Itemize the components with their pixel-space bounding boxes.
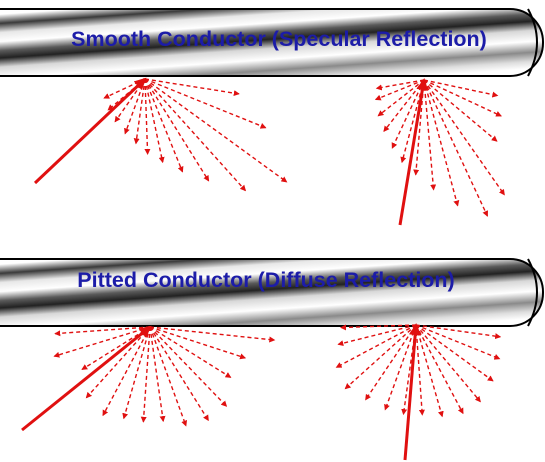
smooth-reflection-rays: [33, 77, 505, 226]
scattered-ray: [149, 326, 247, 360]
scattered-ray: [423, 79, 460, 207]
diffuse-reflection-rays: [21, 323, 502, 461]
scattered-ray: [383, 79, 425, 133]
scattered-ray: [144, 78, 267, 129]
scattered-ray: [103, 78, 146, 99]
smooth-conductor-bar: [0, 8, 544, 77]
scattered-ray: [423, 79, 499, 98]
scattered-ray: [415, 324, 425, 416]
scattered-ray: [114, 78, 146, 123]
scattered-ray: [81, 326, 151, 370]
incident-ray: [403, 323, 422, 461]
scattered-ray: [401, 324, 417, 416]
scattered-ray: [423, 79, 489, 217]
scattered-ray: [149, 326, 209, 422]
scattered-ray: [423, 79, 498, 142]
scattered-ray: [415, 324, 494, 382]
scattered-ray: [54, 326, 151, 337]
scattered-ray: [377, 79, 425, 117]
scattered-ray: [335, 324, 417, 368]
scattered-ray: [415, 324, 502, 340]
scattered-ray: [149, 326, 166, 423]
scattered-ray: [144, 78, 184, 173]
scattered-ray: [423, 79, 437, 191]
incident-ray: [21, 325, 152, 432]
scattered-ray: [415, 324, 481, 403]
scattered-ray: [144, 78, 210, 182]
scattered-ray: [400, 79, 425, 164]
scattered-ray: [415, 324, 501, 360]
scattered-ray: [423, 79, 505, 196]
scattered-ray: [149, 326, 228, 407]
scattered-ray: [374, 79, 425, 101]
scattered-ray: [337, 324, 417, 347]
scattered-ray: [149, 326, 188, 427]
incident-ray: [33, 77, 147, 185]
scattered-ray: [144, 78, 151, 155]
scattered-ray: [365, 324, 417, 401]
scattered-ray: [140, 326, 151, 423]
scattered-ray: [415, 324, 444, 418]
scattered-ray: [375, 79, 425, 91]
scattered-ray: [144, 78, 240, 97]
scattered-ray: [144, 78, 165, 164]
pitted-conductor-panel: Pitted Conductor (Diffuse Reflection): [0, 258, 544, 461]
scattered-ray: [340, 324, 417, 331]
scattered-ray: [413, 79, 425, 176]
incident-ray: [398, 78, 429, 226]
scattered-ray: [415, 324, 464, 415]
scattered-ray: [149, 326, 232, 378]
scattered-ray: [107, 78, 146, 111]
scattered-ray: [133, 78, 146, 145]
scattered-ray: [384, 324, 417, 411]
scattered-ray: [85, 326, 151, 399]
scattered-ray: [344, 324, 417, 390]
pitted-conductor-bar: [0, 258, 544, 327]
scattered-ray: [144, 78, 247, 192]
scattered-ray: [102, 326, 151, 417]
scattered-ray: [53, 326, 151, 358]
scattered-ray: [124, 78, 146, 135]
smooth-conductor-title: Smooth Conductor (Specular Reflection): [71, 27, 487, 51]
scattered-ray: [144, 78, 288, 183]
scattered-ray: [122, 326, 151, 420]
pitted-conductor-title: Pitted Conductor (Diffuse Reflection): [77, 268, 454, 292]
scattered-ray: [391, 79, 425, 149]
smooth-conductor-panel: Smooth Conductor (Specular Reflection): [0, 8, 544, 226]
scattered-ray: [423, 79, 502, 117]
